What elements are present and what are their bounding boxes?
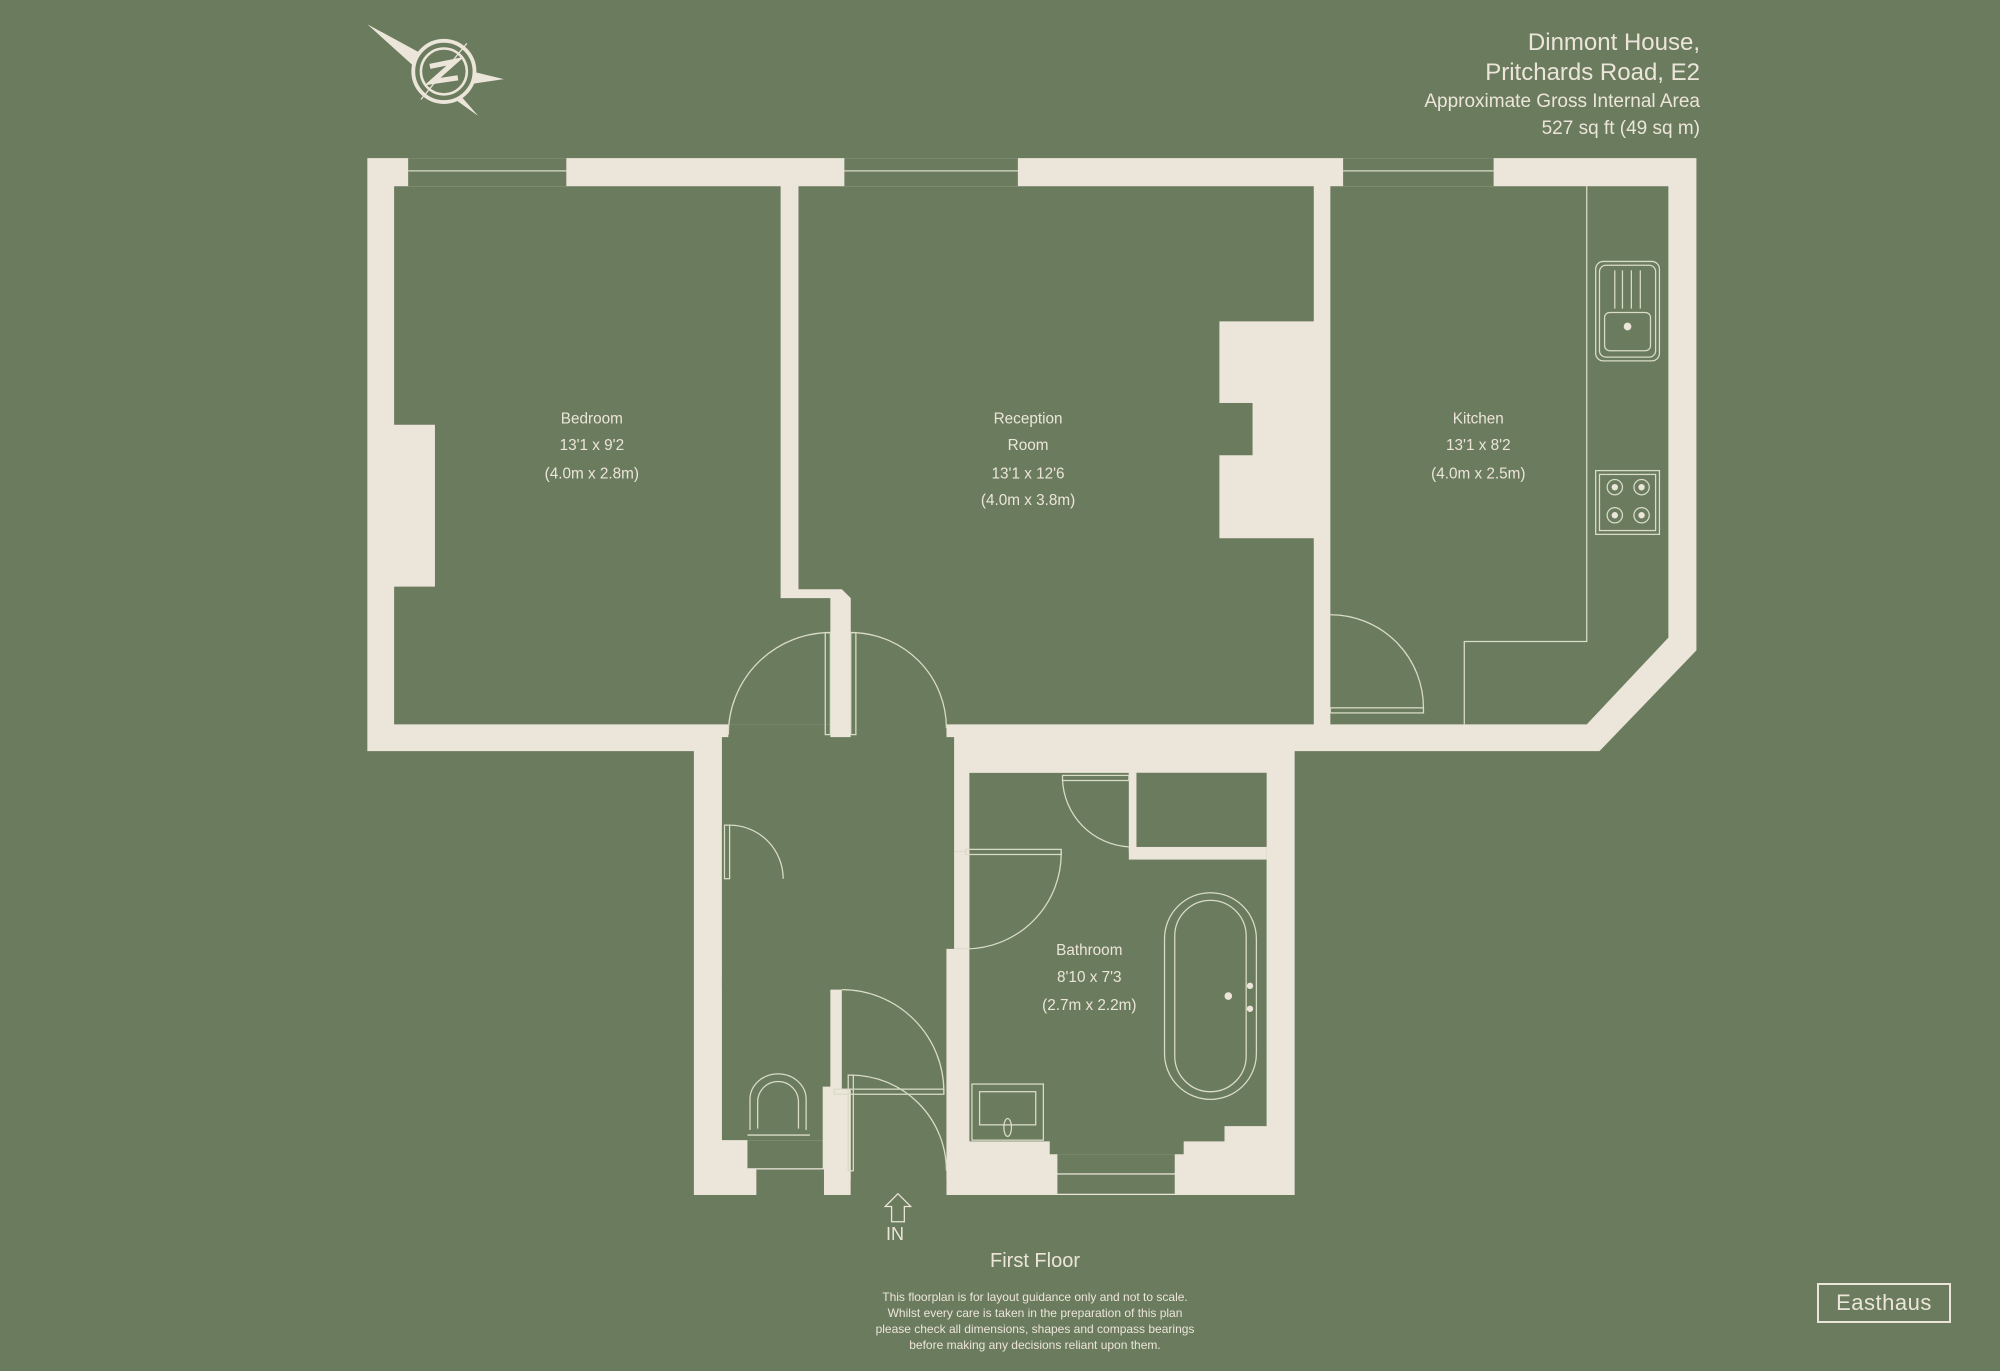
floor-name: First Floor: [990, 1250, 1080, 1272]
basin-icon: [971, 1083, 1045, 1141]
brand-logo: Easthaus: [1817, 1283, 1951, 1323]
wc-floor: [721, 976, 831, 1141]
toilet-icon: [747, 1073, 810, 1136]
svg-text:(4.0m x 2.5m): (4.0m x 2.5m): [1431, 465, 1525, 482]
cupboard-floor: [721, 879, 790, 962]
svg-text:13'1 x 12'6: 13'1 x 12'6: [992, 465, 1065, 482]
svg-text:13'1 x 8'2: 13'1 x 8'2: [1446, 437, 1511, 454]
svg-text:(2.7m x 2.2m): (2.7m x 2.2m): [1042, 997, 1136, 1014]
compass-north-icon: [367, 24, 504, 117]
kitchen-name: Kitchen: [1453, 410, 1504, 427]
property-address: Pritchards Road, E2: [1485, 59, 1700, 86]
entrance-arrow-icon: [883, 1192, 913, 1223]
bathroom-name: Bathroom: [1056, 942, 1122, 959]
svg-text:8'10 x 7'3: 8'10 x 7'3: [1057, 969, 1122, 986]
doors: [723, 614, 1425, 1172]
entrance-label: IN: [886, 1224, 904, 1244]
bedroom-name: Bedroom: [561, 410, 623, 427]
bathtub-icon: [1163, 892, 1258, 1100]
svg-text:13'1 x 9'2: 13'1 x 9'2: [560, 437, 625, 454]
property-header: Dinmont House, Pritchards Road, E2 Appro…: [1424, 28, 1700, 142]
reception-floor: [798, 186, 1314, 738]
room-labels: Bedroom 13'1 x 9'2 (4.0m x 2.8m) Recepti…: [545, 410, 1526, 1014]
bedroom-floor: [394, 186, 831, 725]
property-name: Dinmont House,: [1527, 29, 1700, 56]
svg-text:(4.0m x 2.8m): (4.0m x 2.8m): [545, 465, 639, 482]
walls: [367, 158, 1697, 1196]
kitchen-floor: [1330, 186, 1669, 725]
bathroom-floor: [969, 772, 1267, 1155]
kitchen-fittings: [1463, 186, 1661, 725]
reception-name: Reception: [994, 410, 1063, 427]
bathroom-fittings: [971, 892, 1258, 1141]
sink-icon: [1595, 260, 1661, 362]
area-label: Approximate Gross Internal Area: [1424, 91, 1700, 112]
disclaimer: This floorplan is for layout guidance on…: [875, 1290, 1195, 1352]
hob-icon: [1595, 469, 1661, 536]
svg-text:Room: Room: [1008, 437, 1049, 454]
area-value: 527 sq ft (49 sq m): [1541, 118, 1700, 139]
windows: [408, 158, 1494, 187]
svg-text:(4.0m x 3.8m): (4.0m x 3.8m): [981, 492, 1075, 509]
hallway-floor: [721, 724, 966, 1196]
